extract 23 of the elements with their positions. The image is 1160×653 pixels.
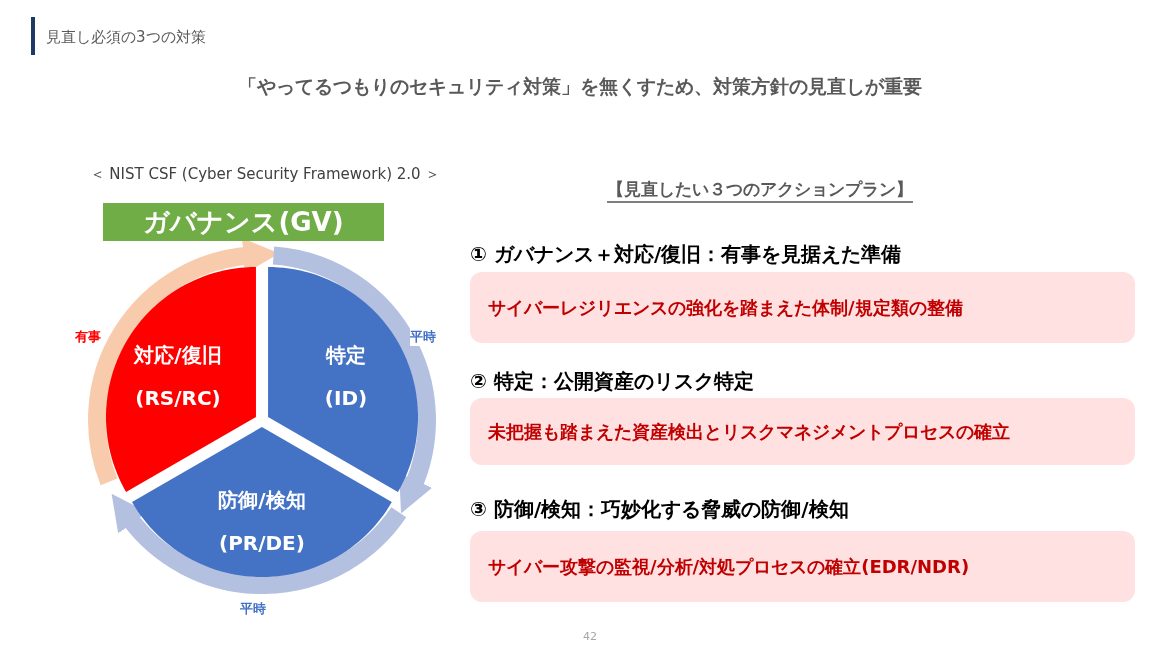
plan-box: 未把握も踏まえた資産検出とリスクマネジメントプロセスの確立 (470, 398, 1135, 465)
segment-label: 防御/検知 (217, 487, 307, 514)
edge-label: 有事 (75, 328, 101, 346)
cycle-arrow (272, 246, 436, 515)
section-heading: 【見直したい３つのアクションプラン】 (607, 178, 913, 203)
segment-label: 特定 (324, 341, 367, 369)
plan-box: サイバー攻撃の監視/分析/対処プロセスの確立(EDR/NDR) (470, 531, 1135, 602)
edge-label: 平時 (240, 600, 266, 618)
page-number: 42 (582, 630, 598, 643)
subtitle: 「やってるつもりのセキュリティ対策」を無くすため、対策方針の見直しが重要 (237, 74, 923, 99)
segment-label: (PR/DE) (218, 531, 306, 555)
cycle-arrow (110, 494, 406, 594)
plan-heading: ② 特定：公開資産のリスク特定 (470, 368, 754, 395)
plan-heading: ① ガバナンス＋対応/復旧：有事を見据えた準備 (470, 241, 902, 268)
segment-label: 対応/復旧 (132, 341, 223, 369)
slide-title: 見直し必須の3つの対策 (46, 28, 206, 47)
edge-label: 平時 (410, 328, 436, 346)
plan-box: サイバーレジリエンスの強化を踏まえた体制/規定類の整備 (470, 272, 1135, 343)
segment-label: (ID) (323, 385, 369, 410)
segment-label: (RS/RC) (134, 385, 222, 410)
governance-band: ガバナンス(GV) (103, 203, 384, 241)
framework-caption: ＜ NIST CSF (Cyber Security Framework) 2.0 ＞ (88, 165, 442, 184)
plan-heading: ③ 防御/検知：巧妙化する脅威の防御/検知 (470, 496, 849, 523)
